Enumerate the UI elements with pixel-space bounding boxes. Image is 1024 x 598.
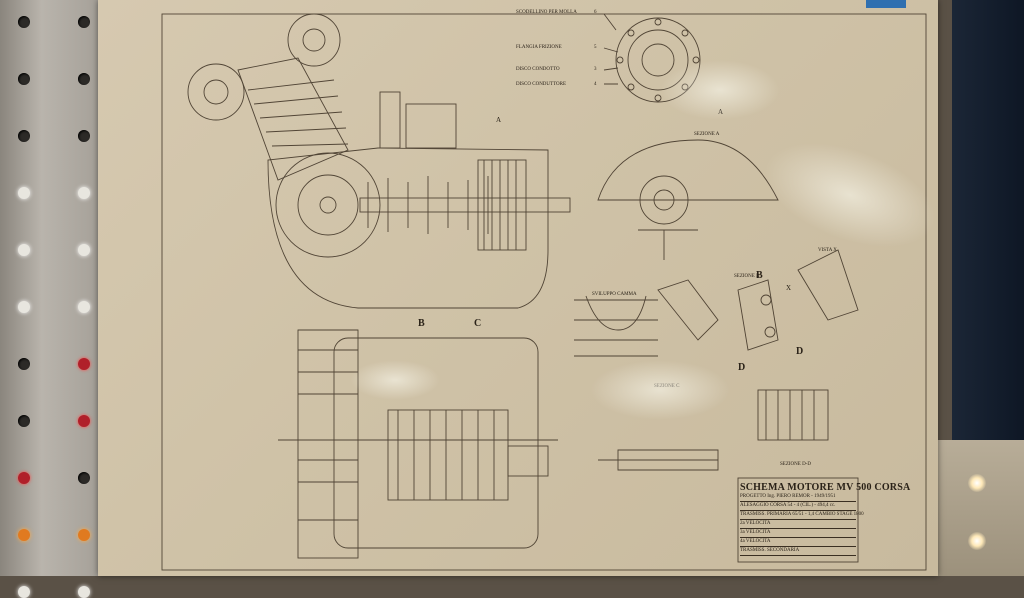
section-label: VISTA X [818,248,837,253]
wall-hole [78,130,90,142]
wall-hole [78,472,90,484]
section-mark: D [738,362,746,373]
title-line: PROGETTO Ing. PIERO REMOR - 1949/1951 [740,493,856,502]
wall-hole [78,415,90,427]
section-mark: C [474,318,482,329]
clutch-pack [477,159,527,251]
wall-hole [18,73,30,85]
section-label: SEZIONE A [694,132,720,137]
blue-label [866,0,906,8]
wall-hole [18,358,30,370]
wall-hole [78,73,90,85]
engine-schematic [161,13,927,571]
legend-marker: 3 [594,67,597,72]
section-dd [757,389,829,441]
crankcase [267,147,549,309]
drawing-title: SCHEMA MOTORE MV 500 CORSA [740,482,911,493]
gearbox-plan [333,337,539,549]
cam-wheel-left [187,63,245,121]
wall-hole [78,586,90,598]
section-mark: A [718,108,724,116]
section-c-cam [657,279,719,341]
title-line: 4a VELOCITA [740,538,856,547]
section-mark: B [756,270,763,281]
wall-hole [18,244,30,256]
bolt-holes [616,18,700,102]
lever-detail [598,449,719,471]
section-label: SVILUPPO CAMMA [592,292,637,297]
carburetor [405,103,457,149]
cam-wheel-right [287,13,341,67]
legend-item: FLANGIA FRIZIONE [516,45,562,50]
dark-doorway [952,0,1024,460]
wall-hole [78,187,90,199]
section-mark: A [496,116,502,124]
legend-item: SCODELLINO PER MOLLA [516,10,577,15]
title-line: TRASMISS. SECONDARIA [740,547,856,556]
section-mark: D [796,346,804,357]
section-a-housing [597,139,779,201]
legend-item: DISCO CONDUTTORE [516,82,567,87]
cylinder-block [237,57,349,181]
title-block: SCHEMA MOTORE MV 500 CORSA PROGETTO Ing.… [740,482,911,556]
wall-hole [78,529,90,541]
wall-hole [18,415,30,427]
wall-hole [18,472,30,484]
legend-marker: 4 [594,82,597,87]
wall-hole [18,529,30,541]
section-b-lever [737,279,779,351]
perforated-wall [0,0,104,576]
cam-development [574,299,658,357]
spotlight [968,474,986,492]
title-line: ALESAGGIO CORSA 54 - 4 (CIL.) - 494,4 cc… [740,502,856,511]
wall-hole [78,16,90,28]
gear-cluster [387,409,509,501]
main-shaft [359,197,571,213]
wall-hole [78,244,90,256]
drawing-frame [161,13,927,571]
section-mark: B [418,318,425,329]
wall-hole [18,187,30,199]
title-line: 3a VELOCITA [740,529,856,538]
spotlight [968,532,986,550]
title-block-frame [737,477,859,563]
section-label: SEZIONE C [654,384,680,389]
wall-hole [18,586,30,598]
wall-hole [18,130,30,142]
title-line: 2a VELOCITA [740,520,856,529]
section-label: SEZIONE B [734,274,760,279]
section-label: SEZIONE D-D [780,462,811,467]
wall-hole [78,301,90,313]
legend-item: DISCO CONDOTTO [516,67,560,72]
title-line: TRASMISS. PRIMARIA 65/51 - 1,4 CAMBIO ST… [740,511,864,520]
lit-floor [930,440,1024,576]
flywheel [275,152,381,258]
wall-hole [18,16,30,28]
section-mark: X [786,284,792,292]
blueprint-poster [98,0,938,576]
view-x-bracket [797,249,859,321]
legend-marker: 5 [594,45,597,50]
legend-marker: 6 [594,10,597,15]
wall-hole [18,301,30,313]
wall-hole [78,358,90,370]
